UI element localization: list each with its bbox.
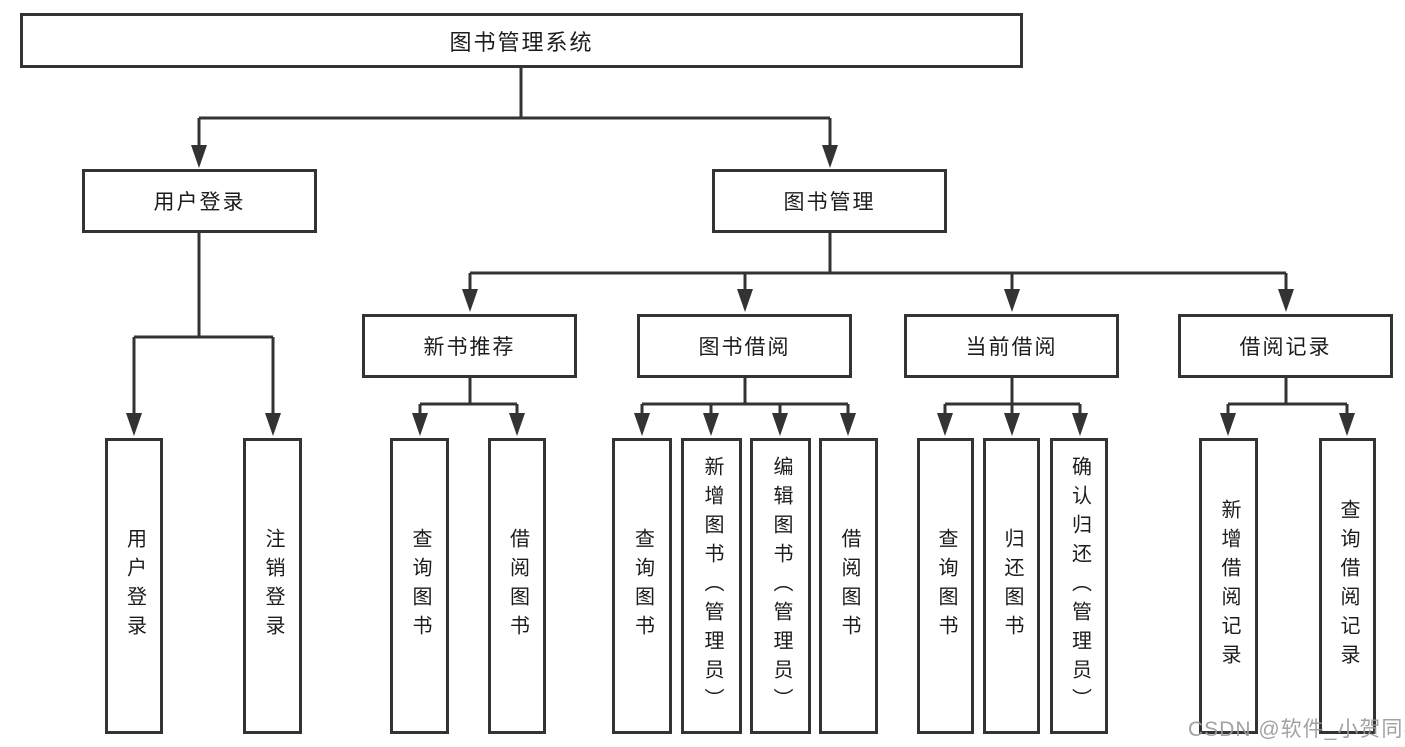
- leaf-borrow-borrow-books: 借阅图书: [819, 438, 878, 734]
- leaf-recommend-borrow-books: 借阅图书: [488, 438, 546, 734]
- leaf-user-login-label: 用户登录: [123, 528, 146, 644]
- node-current-borrow: 当前借阅: [904, 314, 1119, 378]
- leaf-borrow-borrow-books-label: 借阅图书: [838, 528, 860, 644]
- csdn-watermark: CSDN @软件_小贺同学: [1188, 718, 1405, 741]
- node-new-book-recommend: 新书推荐: [362, 314, 577, 378]
- leaf-confirm-return-admin: 确认归还（管理员）: [1050, 438, 1108, 734]
- node-root-label: 图书管理系统: [449, 29, 594, 55]
- leaf-current-query-books: 查询图书: [917, 438, 974, 734]
- leaf-borrow-query-books-label: 查询图书: [631, 528, 654, 644]
- node-borrow-record-label: 借阅记录: [1239, 336, 1332, 359]
- leaf-user-login: 用户登录: [105, 438, 163, 734]
- node-new-book-recommend-label: 新书推荐: [423, 336, 516, 359]
- node-user-login-label: 用户登录: [153, 191, 246, 214]
- leaf-return-books-label: 归还图书: [1001, 528, 1023, 644]
- leaf-recommend-borrow-books-label: 借阅图书: [506, 528, 529, 644]
- leaf-current-query-books-label: 查询图书: [935, 528, 957, 644]
- leaf-query-borrow-record: 查询借阅记录: [1319, 438, 1376, 734]
- node-book-management: 图书管理: [712, 169, 947, 233]
- node-borrow-record: 借阅记录: [1178, 314, 1393, 378]
- leaf-borrow-query-books: 查询图书: [612, 438, 672, 734]
- node-book-borrow-label: 图书借阅: [698, 336, 791, 359]
- leaf-confirm-return-admin-label: 确认归还（管理员）: [1068, 455, 1091, 717]
- leaf-add-borrow-record: 新增借阅记录: [1199, 438, 1258, 734]
- leaf-return-books: 归还图书: [983, 438, 1040, 734]
- leaf-recommend-query-books: 查询图书: [390, 438, 449, 734]
- node-book-borrow: 图书借阅: [637, 314, 852, 378]
- node-current-borrow-label: 当前借阅: [965, 336, 1058, 359]
- leaf-add-books-admin-label: 新增图书（管理员）: [701, 455, 723, 717]
- leaf-query-borrow-record-label: 查询借阅记录: [1337, 499, 1359, 673]
- leaf-edit-books-admin: 编辑图书（管理员）: [750, 438, 811, 734]
- leaf-recommend-query-books-label: 查询图书: [409, 528, 431, 644]
- leaf-logout: 注销登录: [243, 438, 302, 734]
- node-book-management-label: 图书管理: [783, 191, 876, 214]
- node-user-login: 用户登录: [82, 169, 317, 233]
- leaf-logout-label: 注销登录: [262, 528, 284, 644]
- leaf-add-books-admin: 新增图书（管理员）: [681, 438, 742, 734]
- leaf-add-borrow-record-label: 新增借阅记录: [1218, 499, 1240, 673]
- leaf-edit-books-admin-label: 编辑图书（管理员）: [770, 455, 792, 717]
- node-root: 图书管理系统: [20, 13, 1023, 68]
